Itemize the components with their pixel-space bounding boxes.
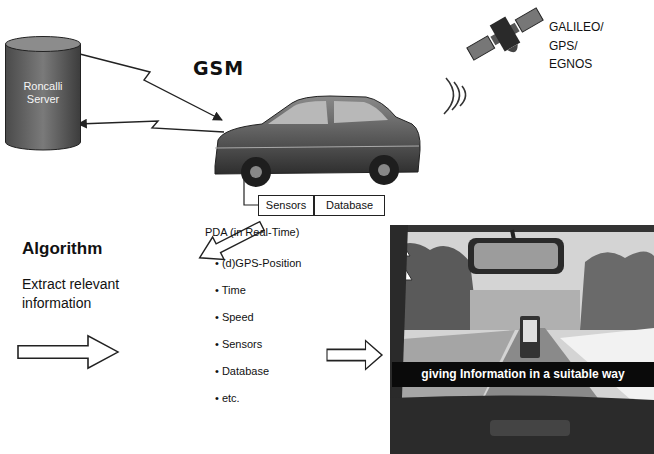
car-illustration (215, 96, 420, 187)
node-text: Sensors (266, 199, 306, 212)
caption-band: giving Information in a suitable way (392, 362, 654, 387)
node-text: Database (326, 199, 373, 212)
list-item: • Sensors (215, 338, 262, 352)
satellite-label: GALILEO/ GPS/ EGNOS (549, 18, 609, 74)
node-text: giving Information in a suitable way (421, 367, 624, 381)
sensor-box: Sensors (258, 195, 314, 216)
flow-arrow (327, 341, 382, 370)
database-box: Database (314, 195, 385, 216)
server-cylinder: Roncalli Server (5, 36, 81, 150)
node-text: Roncalli Server (5, 80, 81, 106)
list-item: • Database (215, 365, 269, 379)
radio-link (78, 121, 224, 132)
step-note: Extract relevant information (22, 275, 140, 313)
bracket-line (244, 180, 258, 205)
list-item: • Speed (215, 311, 254, 325)
step-heading: Algorithm (22, 238, 102, 259)
list-item: • etc. (215, 392, 240, 406)
street-photo (390, 225, 654, 454)
signal-waves (444, 78, 466, 114)
list-item: • (d)GPS-Position (215, 257, 301, 271)
satellite-icon (463, 1, 550, 72)
flow-arrow (18, 336, 118, 368)
list-heading: PDA (in Real-Time) (205, 226, 299, 240)
list-item: • Time (215, 284, 246, 298)
network-logo: GSM (193, 57, 244, 81)
